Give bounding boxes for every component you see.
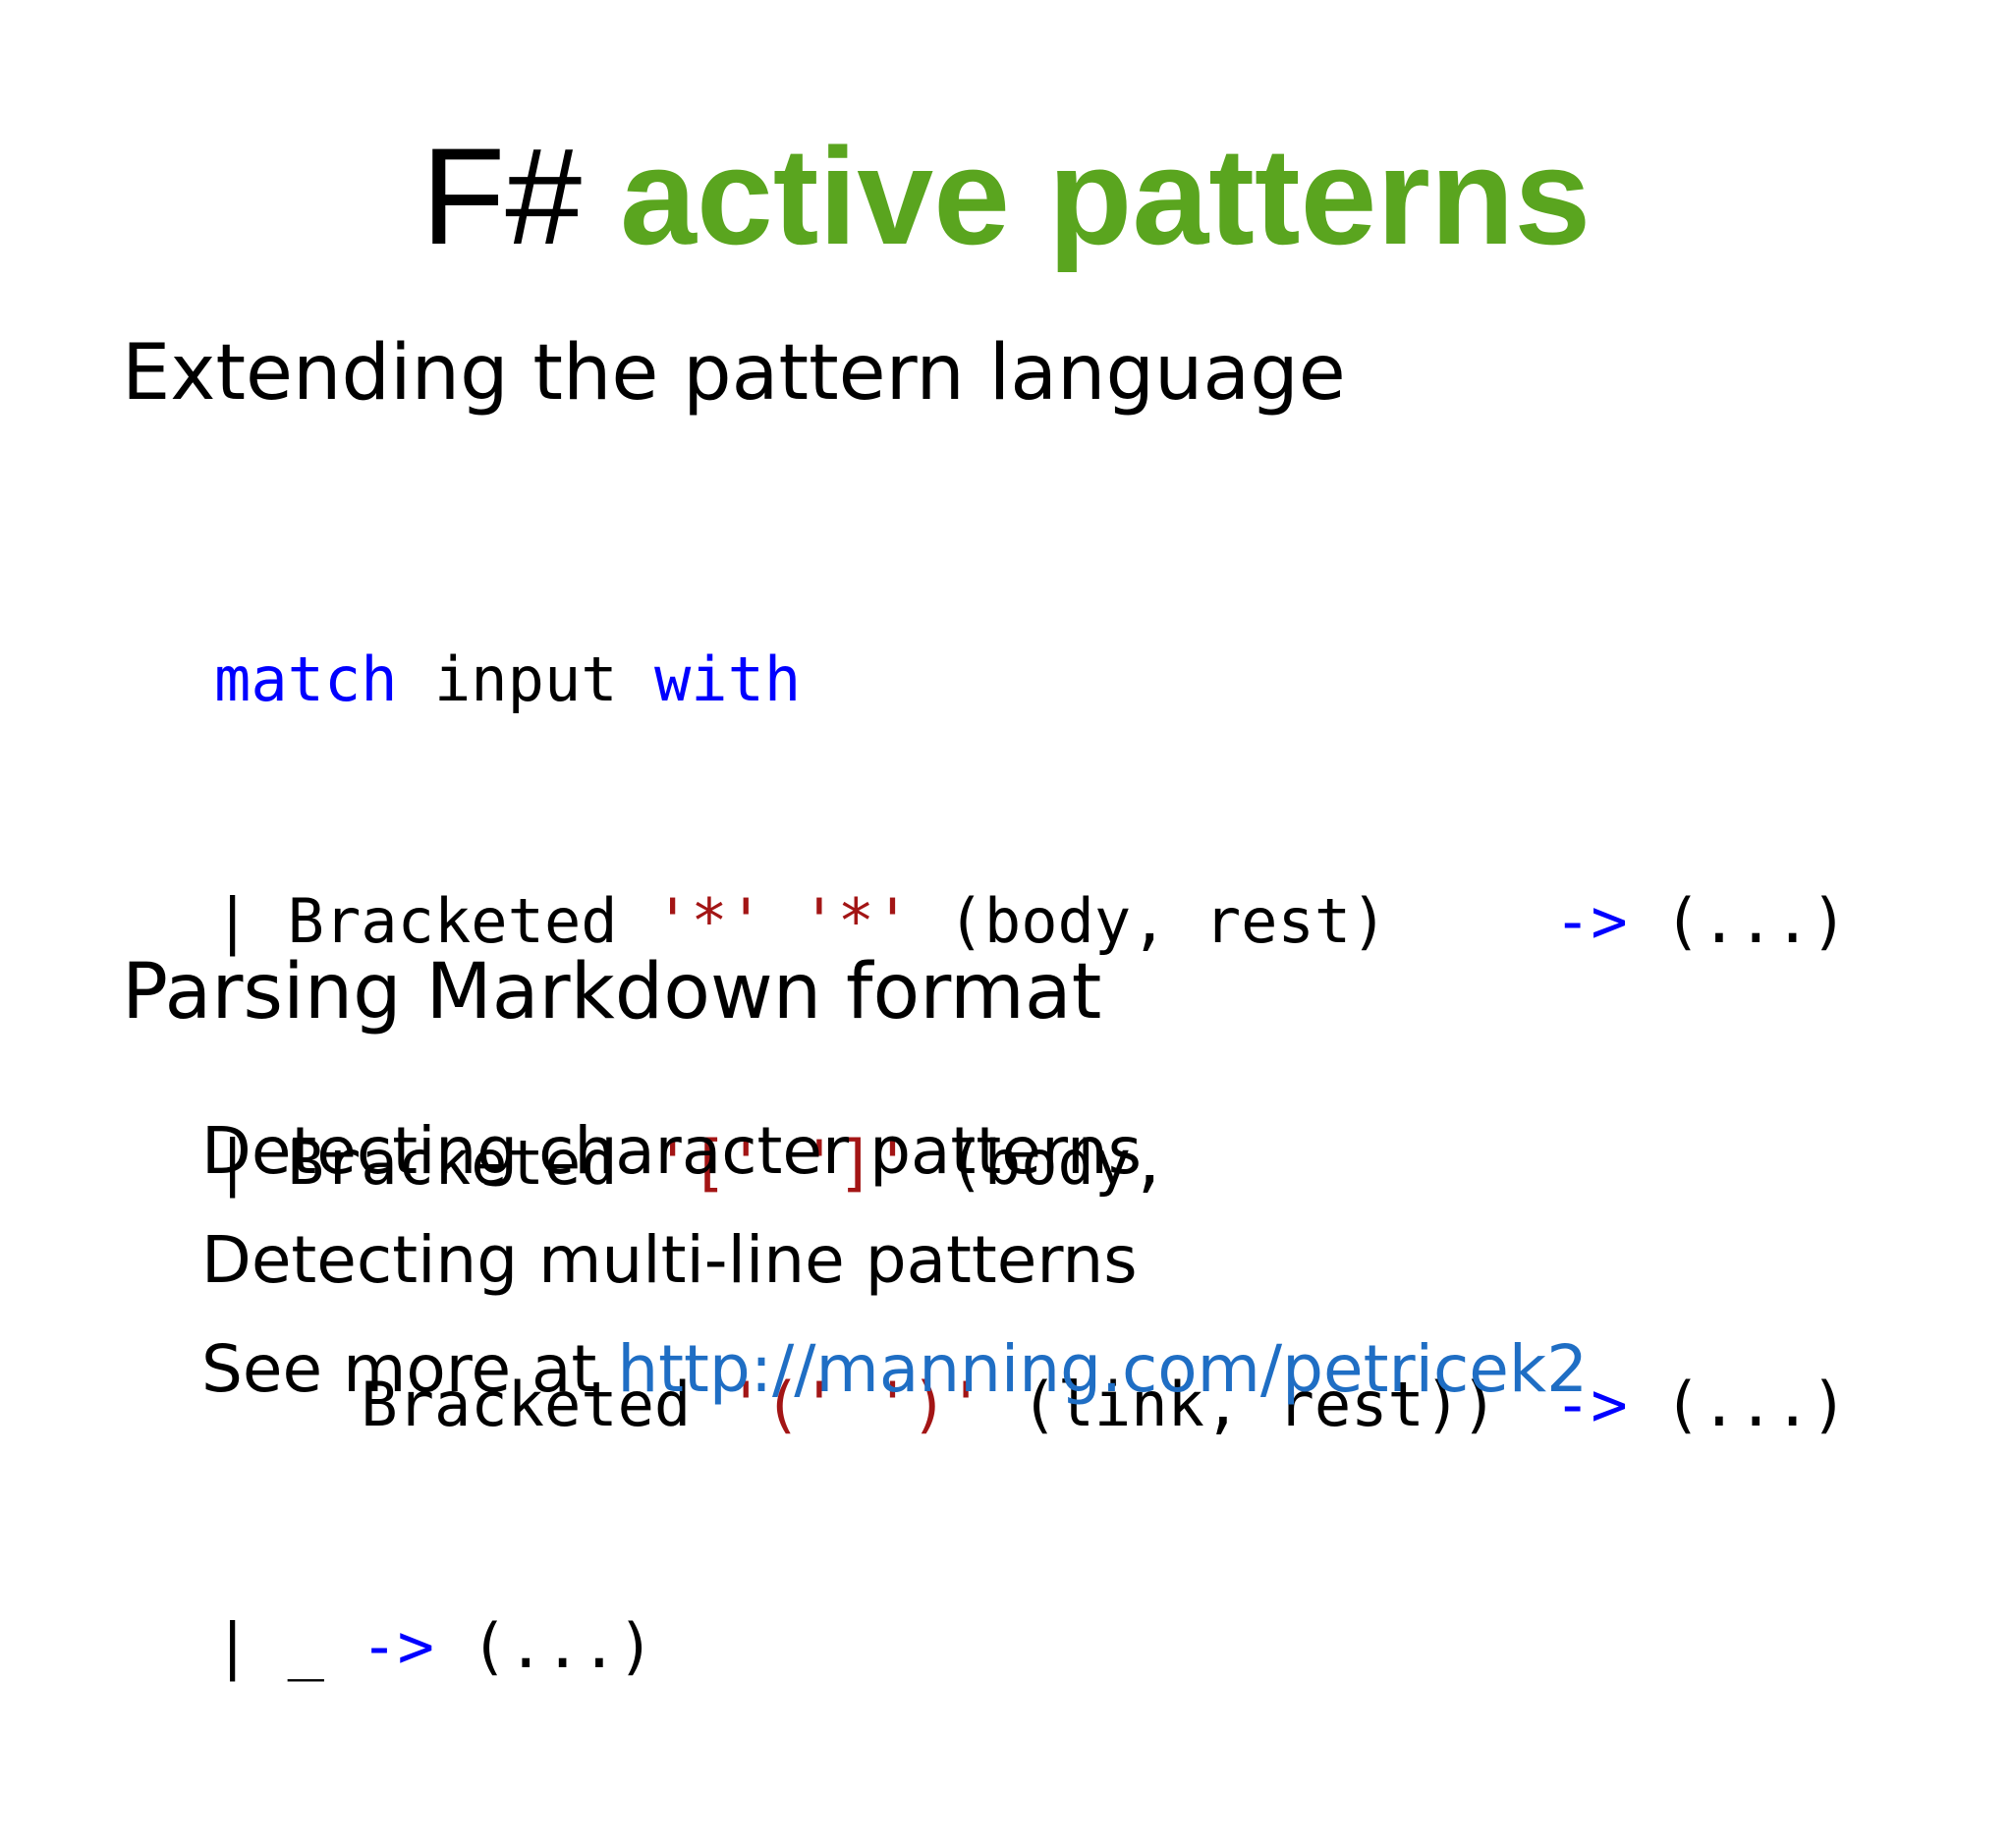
sub-bullet-multiline-patterns: Detecting multi-line patterns xyxy=(201,1222,1138,1298)
arrow-operator: -> xyxy=(361,1610,434,1682)
code-line-2: | Bracketed '*' '*' (body, rest) -> (...) xyxy=(214,881,1848,962)
string-literal: '[' xyxy=(653,1127,764,1199)
pipe: | xyxy=(214,1127,252,1199)
constructor-bracketed: Bracketed xyxy=(287,1127,618,1199)
result-expression: (...) xyxy=(471,1610,654,1682)
match-result: -> (...) xyxy=(1554,1365,1848,1445)
sub-bullet-see-more: See more at http://manning.com/petricek2 xyxy=(201,1315,1588,1424)
string-literal: ']' xyxy=(801,1127,912,1199)
arrow-operator: -> xyxy=(1554,885,1628,957)
sub-bullet-character-patterns: Detecting character patterns xyxy=(201,1113,1143,1189)
code-line-3: | Bracketed '[' ']' (body, xyxy=(214,1123,1497,1204)
result-expression: (...) xyxy=(1663,1369,1848,1440)
arrow-operator: -> xyxy=(1554,1369,1628,1440)
code-line-1: match input with xyxy=(214,640,1497,720)
title-prefix: F# xyxy=(420,119,583,273)
keyword-with: with xyxy=(653,644,802,715)
sub-bullet-list: Detecting character patterns Detecting m… xyxy=(201,1096,1588,1424)
match-result: -> (...) xyxy=(1554,881,1848,962)
string-literal: '*' xyxy=(653,885,764,957)
string-literal: '(' xyxy=(727,1369,838,1440)
title-accent: active patterns xyxy=(620,119,1592,273)
bullet-extending-pattern-language: Extending the pattern language xyxy=(122,329,1346,418)
pattern-args: (body, xyxy=(947,1127,1168,1199)
constructor-bracketed: Bracketed xyxy=(361,1369,692,1440)
keyword-match: match xyxy=(214,644,398,715)
result-expression: (...) xyxy=(1663,885,1848,957)
pipe: | xyxy=(214,885,252,957)
string-literal: '*' xyxy=(801,885,912,957)
slide-title: F# active patterns xyxy=(0,118,2012,275)
code-line-5: | _ -> (...) xyxy=(214,1606,1497,1687)
string-literal: ')' xyxy=(873,1369,984,1440)
wildcard: _ xyxy=(287,1610,324,1682)
see-more-prefix: See more at xyxy=(201,1331,597,1407)
constructor-bracketed: Bracketed xyxy=(287,885,618,957)
pattern-args: (link, rest)) xyxy=(1021,1369,1498,1440)
bullet-parsing-markdown: Parsing Markdown format xyxy=(122,948,1102,1036)
code-block: match input with | Bracketed '*' '*' (bo… xyxy=(214,478,1848,1848)
pattern-args: (body, rest) xyxy=(947,885,1388,957)
manning-link[interactable]: http://manning.com/petricek2 xyxy=(617,1331,1589,1407)
identifier-input: input xyxy=(433,644,618,715)
slide: F# active patterns Extending the pattern… xyxy=(0,118,2012,1682)
code-line-4: Bracketed '(' ')' (link, rest)) -> (...) xyxy=(214,1365,1847,1445)
pipe: | xyxy=(214,1610,252,1682)
